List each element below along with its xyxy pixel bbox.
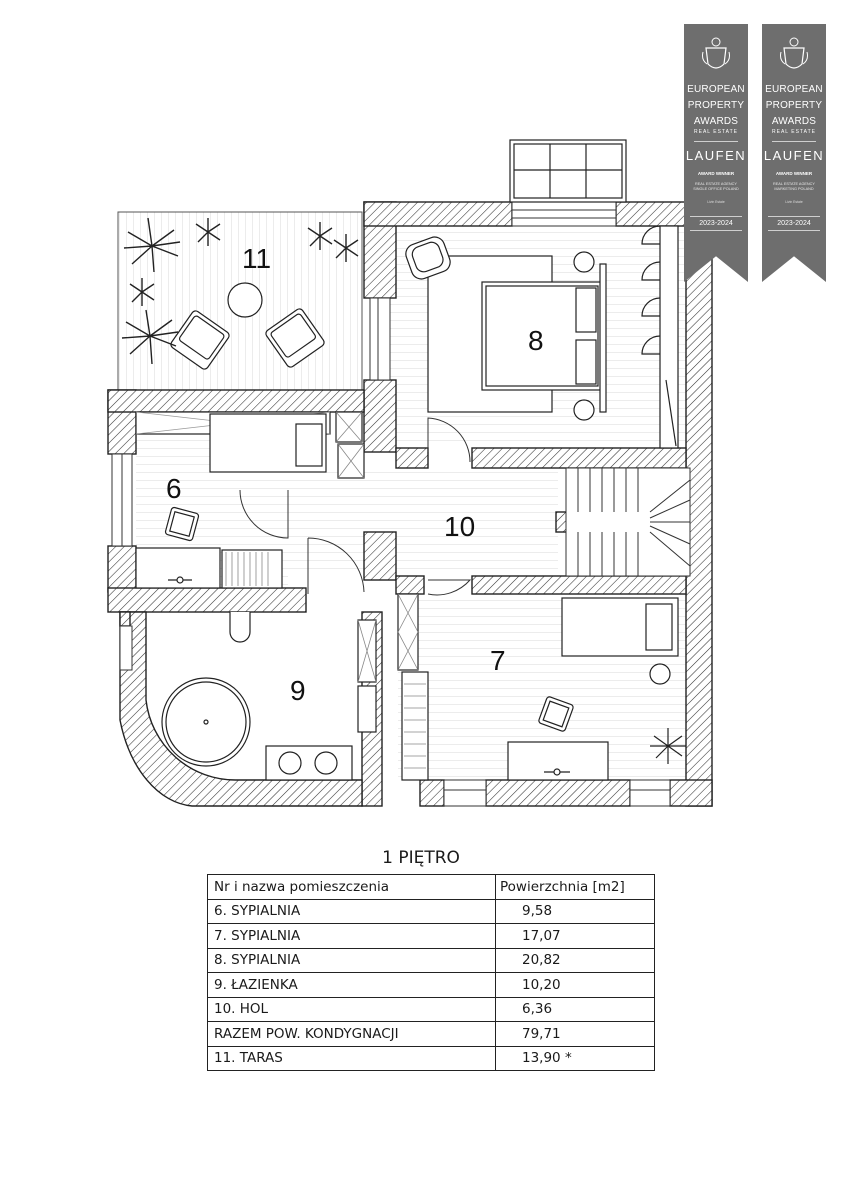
badge-small: Livin Estate — [707, 200, 725, 204]
staircase — [565, 467, 691, 577]
row-area: 17,07 — [495, 923, 655, 949]
row-area: 9,58 — [495, 898, 655, 924]
badge-small: Livin Estate — [785, 200, 803, 204]
row-name: 7. SYPIALNIA — [207, 923, 496, 949]
row-area: 20,82 — [495, 947, 655, 973]
floor-plan: 11 8 6 10 7 9 — [107, 139, 713, 807]
row-name: 8. SYPIALNIA — [207, 947, 496, 973]
room-label-7: 7 — [490, 645, 506, 676]
badge-line-1: EUROPEAN — [687, 84, 745, 95]
badge-category: REAL ESTATE AGENCY MARKETING POLAND — [773, 182, 815, 191]
header-room-name: Nr i nazwa pomieszczenia — [207, 874, 496, 900]
room-6-furniture — [135, 411, 365, 589]
room-label-8: 8 — [528, 325, 544, 356]
badge-years: 2023-2024 — [690, 216, 742, 231]
row-area: 13,90 * — [495, 1045, 655, 1071]
crest-icon — [780, 37, 808, 69]
hall-floor — [288, 468, 558, 576]
terrace-furniture — [170, 282, 325, 370]
badge-brand: LAUFEN — [685, 148, 747, 163]
badge-award: AWARD WINNER — [775, 171, 813, 176]
room-8-furniture — [405, 225, 679, 449]
badge-line-3: AWARDS — [771, 116, 817, 127]
badge-subtitle: REAL ESTATE — [772, 129, 816, 135]
room-7-furniture — [397, 593, 686, 781]
walls — [107, 201, 713, 807]
area-table: Nr i nazwa pomieszczenia Powierzchnia [m… — [207, 874, 655, 1071]
row-name: RAZEM POW. KONDYGNACJI — [207, 1021, 496, 1047]
room-label-11: 11 — [242, 243, 271, 274]
badge-brand: LAUFEN — [763, 148, 825, 163]
badge-subtitle: REAL ESTATE — [694, 129, 738, 135]
badge-line-2: PROPERTY — [687, 100, 745, 111]
badge-years: 2023-2024 — [768, 216, 820, 231]
row-name: 11. TARAS — [207, 1045, 496, 1071]
plant-icon — [121, 217, 359, 365]
balcony — [509, 139, 627, 203]
crest-icon — [702, 37, 730, 69]
room-label-9: 9 — [290, 675, 306, 706]
table-title: 1 PIĘTRO — [382, 848, 460, 868]
row-name: 10. HOL — [207, 996, 496, 1022]
row-name: 9. ŁAZIENKA — [207, 972, 496, 998]
doors — [239, 417, 472, 596]
windows — [111, 201, 671, 807]
badge-line-1: EUROPEAN — [765, 84, 823, 95]
bathroom-fixtures — [161, 612, 377, 781]
row-area: 10,20 — [495, 972, 655, 998]
badge-line-2: PROPERTY — [765, 100, 823, 111]
badge-line-3: AWARDS — [693, 116, 739, 127]
badge-category: REAL ESTATE AGENCY SINGLE OFFICE POLAND — [693, 182, 739, 191]
header-area: Powierzchnia [m2] — [495, 874, 655, 900]
award-badge-2: EUROPEAN PROPERTY AWARDS REAL ESTATE LAU… — [762, 24, 826, 282]
table-header-row: Nr i nazwa pomieszczenia Powierzchnia [m… — [207, 874, 655, 900]
room-label-6: 6 — [166, 473, 182, 504]
row-area: 6,36 — [495, 996, 655, 1022]
row-name: 6. SYPIALNIA — [207, 898, 496, 924]
row-area: 79,71 — [495, 1021, 655, 1047]
badge-award: AWARD WINNER — [697, 171, 735, 176]
award-badge-1: EUROPEAN PROPERTY AWARDS REAL ESTATE LAU… — [684, 24, 748, 282]
room-label-10: 10 — [444, 511, 475, 542]
